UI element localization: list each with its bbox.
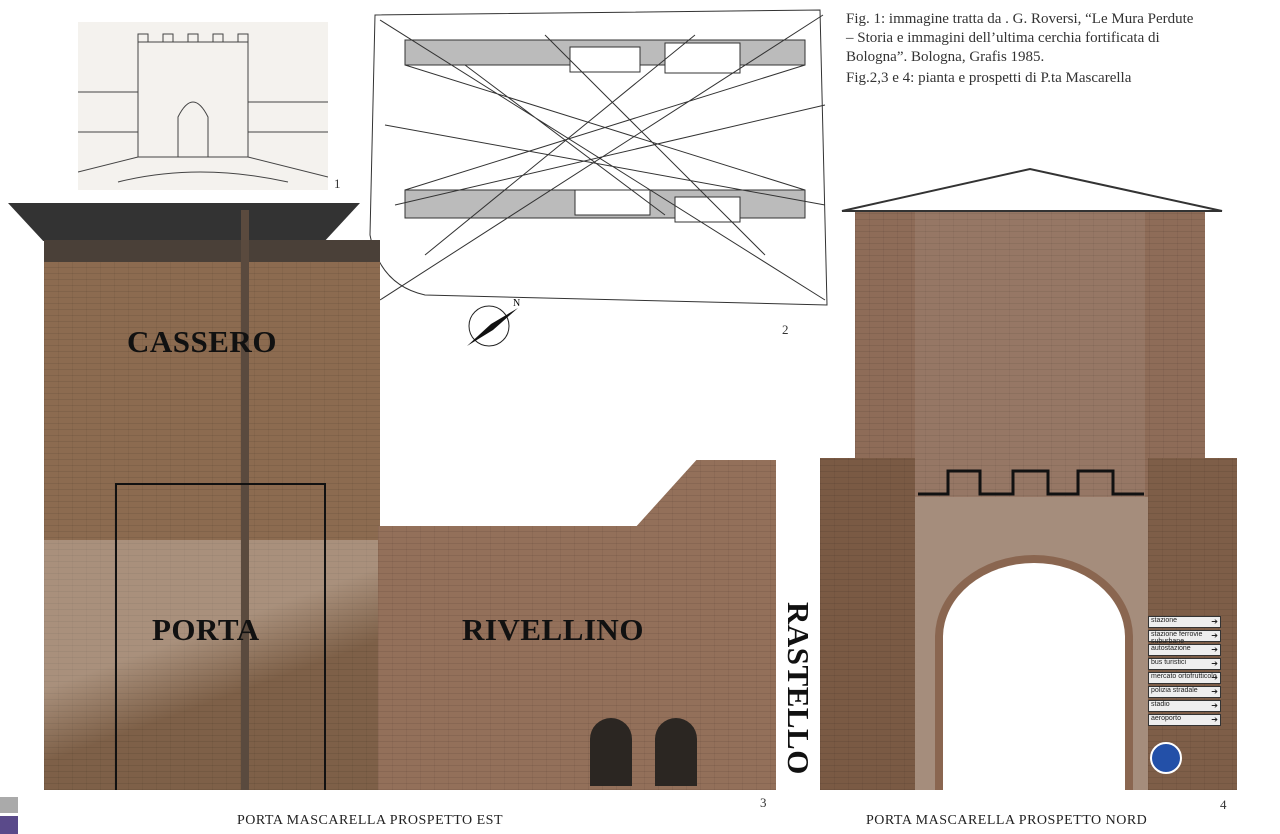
compass-north-label: N <box>513 298 521 309</box>
side-tower-left <box>820 458 915 790</box>
road-sign: stadio <box>1148 700 1221 712</box>
footer-prospetto-nord: PORTA MASCARELLA PROSPETTO NORD <box>866 813 1148 828</box>
road-sign: polizia stradale <box>1148 686 1221 698</box>
road-sign: mercato ortofrutticolo <box>1148 672 1221 684</box>
caption-line: Fig. 1: immagine tratta da . G. Roversi,… <box>846 11 1194 27</box>
porta-outline <box>115 483 326 790</box>
plan-drawing-icon <box>369 9 828 306</box>
figure-number: 2 <box>782 322 789 337</box>
road-sign: autostazione <box>1148 644 1221 656</box>
caption-line: Bologna”. Bologna, Grafis 1985. <box>846 49 1045 65</box>
caption-line: – Storia e immagini dell’ultima cerchia … <box>846 30 1160 46</box>
road-sign: aeroporto <box>1148 714 1221 726</box>
traffic-sign-icon <box>1150 742 1182 774</box>
cassero-roof <box>8 203 360 241</box>
rivellino-arch-left <box>590 718 632 786</box>
figure-number: 3 <box>760 795 767 810</box>
slide-marker <box>0 797 18 813</box>
road-sign: bus turistici <box>1148 658 1221 670</box>
label-cassero: CASSERO <box>127 324 277 359</box>
label-rastello: RASTELLO <box>781 602 816 775</box>
road-sign: stazione ferrovie suburbane <box>1148 630 1221 645</box>
slide-marker <box>0 816 18 834</box>
tower-roof <box>840 167 1224 213</box>
road-sign: stazione <box>1148 616 1221 628</box>
figure-number: 4 <box>1220 797 1227 812</box>
compass-icon: N <box>463 298 521 354</box>
label-porta: PORTA <box>152 612 260 647</box>
caption-line: Fig.2,3 e 4: pianta e prospetti di P.ta … <box>846 70 1132 86</box>
downpipe <box>241 210 249 790</box>
tower-sketch-icon <box>77 33 329 183</box>
label-rivellino: RIVELLINO <box>462 612 644 647</box>
tower-center <box>915 212 1145 497</box>
merlon-outline <box>918 468 1144 496</box>
fig1-sketch <box>77 22 329 190</box>
figure-caption: Fig. 1: immagine tratta da . G. Roversi,… <box>846 10 1193 88</box>
gate-arch <box>935 555 1133 790</box>
fig2-plan <box>365 5 837 317</box>
rivellino-arch-right <box>655 718 697 786</box>
figure-number: 1 <box>334 176 341 191</box>
footer-prospetto-est: PORTA MASCARELLA PROSPETTO EST <box>237 813 503 828</box>
